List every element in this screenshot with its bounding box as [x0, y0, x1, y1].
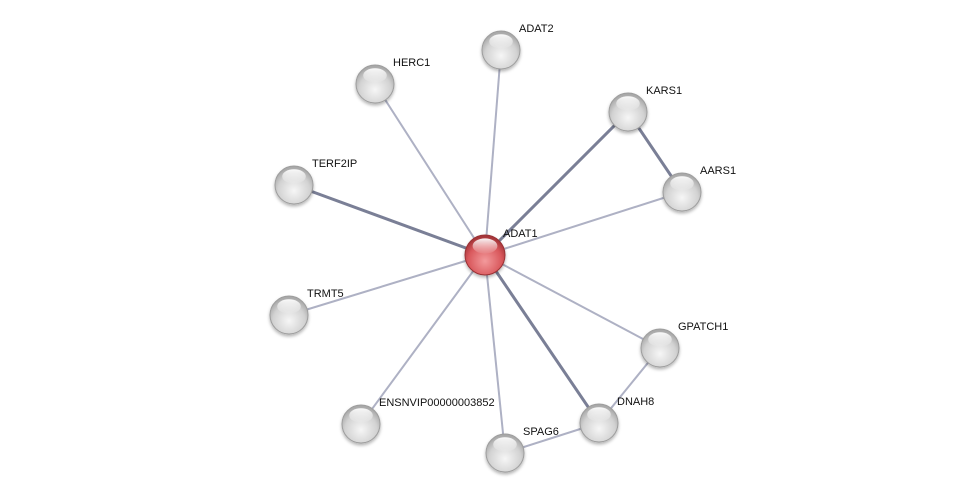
- node-label: ADAT2: [519, 23, 554, 35]
- node-highlight: [587, 407, 611, 422]
- node-terf2ip[interactable]: TERF2IP: [274, 158, 357, 205]
- node-label: TERF2IP: [312, 158, 357, 170]
- edge-adat1-herc1[interactable]: [374, 83, 486, 256]
- node-spag6[interactable]: SPAG6: [485, 426, 559, 473]
- node-aars1[interactable]: AARS1: [662, 165, 736, 212]
- node-ensnvip[interactable]: ENSNVIP00000003852: [341, 397, 495, 444]
- node-label: TRMT5: [307, 288, 344, 300]
- node-kars1[interactable]: KARS1: [608, 85, 682, 132]
- node-gpatch1[interactable]: GPATCH1: [640, 321, 728, 368]
- edge-adat1-ensnvip[interactable]: [360, 254, 486, 425]
- node-highlight: [282, 169, 306, 184]
- node-label: KARS1: [646, 85, 682, 97]
- node-highlight: [363, 68, 387, 83]
- node-highlight: [670, 176, 694, 191]
- node-label: ENSNVIP00000003852: [379, 397, 495, 409]
- edge-adat1-gpatch1[interactable]: [484, 254, 661, 349]
- node-label: DNAH8: [617, 396, 654, 408]
- edge-adat1-kars1[interactable]: [483, 110, 630, 257]
- node-highlight: [472, 238, 498, 254]
- edge-adat1-spag6[interactable]: [484, 254, 506, 454]
- node-highlight: [616, 96, 640, 111]
- edge-adat1-aars1[interactable]: [484, 191, 683, 256]
- node-highlight: [489, 34, 513, 49]
- node-herc1[interactable]: HERC1: [355, 57, 430, 104]
- node-trmt5[interactable]: TRMT5: [269, 288, 344, 335]
- node-adat1[interactable]: ADAT1: [464, 228, 538, 276]
- node-adat2[interactable]: ADAT2: [481, 23, 554, 70]
- edge-adat1-trmt5[interactable]: [288, 254, 486, 316]
- node-label: ADAT1: [503, 228, 538, 240]
- edge-adat1-terf2ip[interactable]: [293, 183, 486, 257]
- edge-adat1-adat2[interactable]: [484, 49, 502, 256]
- node-highlight: [648, 332, 672, 347]
- node-label: HERC1: [393, 57, 430, 69]
- node-dnah8[interactable]: DNAH8: [579, 396, 654, 443]
- node-label: AARS1: [700, 165, 736, 177]
- edge-adat1-dnah8[interactable]: [483, 254, 601, 424]
- node-label: SPAG6: [523, 426, 559, 438]
- node-highlight: [277, 299, 301, 314]
- node-label: GPATCH1: [678, 321, 728, 333]
- node-highlight: [349, 408, 373, 423]
- node-highlight: [493, 437, 517, 452]
